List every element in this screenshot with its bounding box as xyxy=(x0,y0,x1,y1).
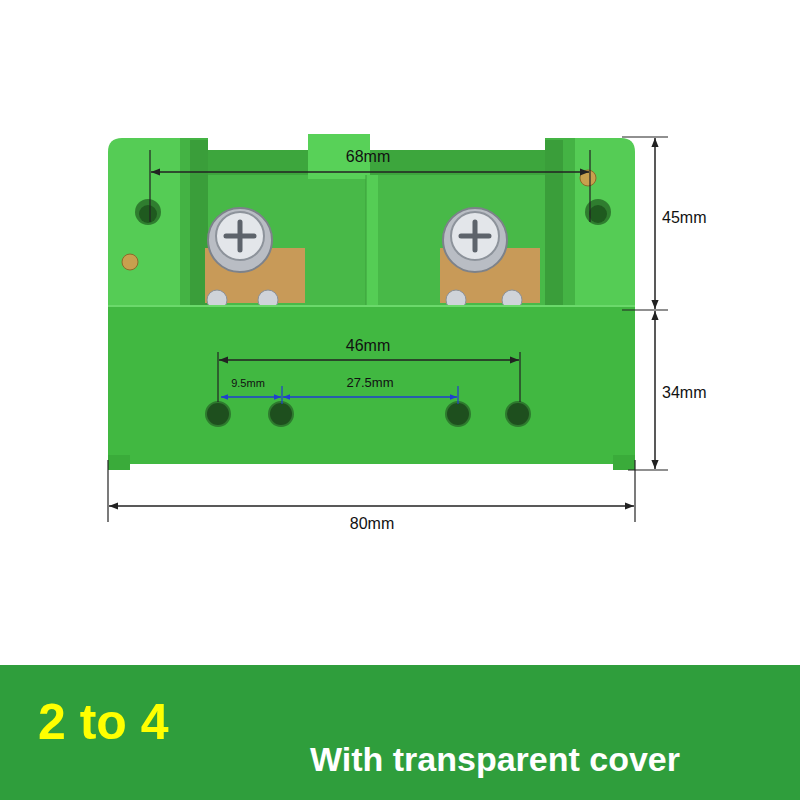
wire-hole xyxy=(206,402,230,426)
extension-line xyxy=(107,460,108,522)
mount-hole xyxy=(135,199,161,225)
foot xyxy=(613,455,635,470)
washer xyxy=(443,208,507,272)
divider xyxy=(366,175,378,308)
screw-head xyxy=(451,212,499,260)
dimension-line xyxy=(283,396,457,397)
extension-line xyxy=(217,352,218,402)
dimension-label: 27.5mm xyxy=(347,376,394,390)
extension-line xyxy=(622,136,668,137)
dimension-line xyxy=(219,359,519,361)
wire-hole xyxy=(446,402,470,426)
extension-line xyxy=(589,150,590,222)
screw-cross xyxy=(226,222,254,250)
extension-line xyxy=(622,309,668,310)
dimension-label: 68mm xyxy=(346,148,390,166)
cavity xyxy=(180,150,575,310)
right-slot-shadow xyxy=(545,140,563,305)
extension-line xyxy=(634,460,635,522)
mount-hole-inner xyxy=(139,205,157,223)
dimension-label: 45mm xyxy=(662,209,706,227)
screw-cross xyxy=(461,222,489,250)
dimension-label: 46mm xyxy=(346,337,390,355)
washer xyxy=(208,208,272,272)
foot xyxy=(108,455,130,470)
extension-line xyxy=(519,352,520,402)
extension-line xyxy=(281,386,282,404)
wire-hole xyxy=(269,402,293,426)
banner xyxy=(0,665,800,800)
dimension-label: 9.5mm xyxy=(231,377,265,389)
right-block xyxy=(575,138,635,310)
banner-text: 2 to 4 xyxy=(38,695,169,750)
dimension-line xyxy=(654,138,656,309)
brass-insert xyxy=(122,254,138,270)
dimension-line xyxy=(109,505,634,507)
extension-line xyxy=(457,386,458,404)
dimension-label: 80mm xyxy=(350,515,394,533)
wire-hole xyxy=(506,402,530,426)
screw-head xyxy=(216,212,264,260)
left-block xyxy=(108,138,180,310)
divider-edge xyxy=(366,175,367,306)
dimension-line xyxy=(654,311,656,469)
extension-line xyxy=(149,150,150,222)
dimension-line xyxy=(221,396,281,397)
extension-line xyxy=(628,469,668,470)
mount-hole xyxy=(585,199,611,225)
dimension-label: 34mm xyxy=(662,384,706,402)
left-slot xyxy=(180,138,208,308)
front-edge xyxy=(108,305,635,307)
right-slot xyxy=(545,138,575,308)
front-face xyxy=(108,306,635,464)
dimension-line xyxy=(151,171,589,173)
mount-hole-inner xyxy=(589,205,607,223)
banner-text: With transparent cover xyxy=(310,741,680,778)
